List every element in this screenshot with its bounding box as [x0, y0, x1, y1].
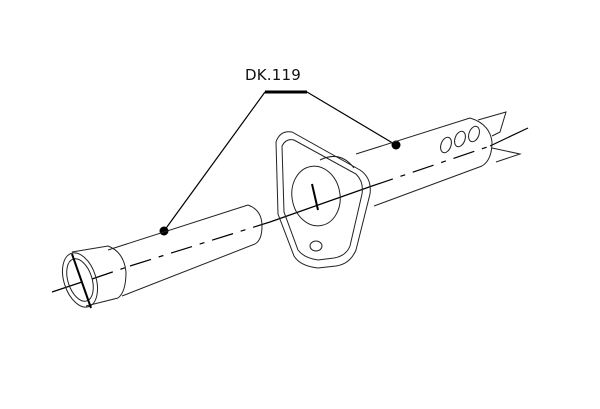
center-axis — [51, 127, 529, 293]
left-tube — [61, 204, 263, 309]
right-perforated-tube — [355, 111, 522, 207]
callout-leader — [159, 90, 401, 236]
flange-housing — [275, 131, 371, 269]
part-number-label: DK.119 — [245, 66, 301, 84]
